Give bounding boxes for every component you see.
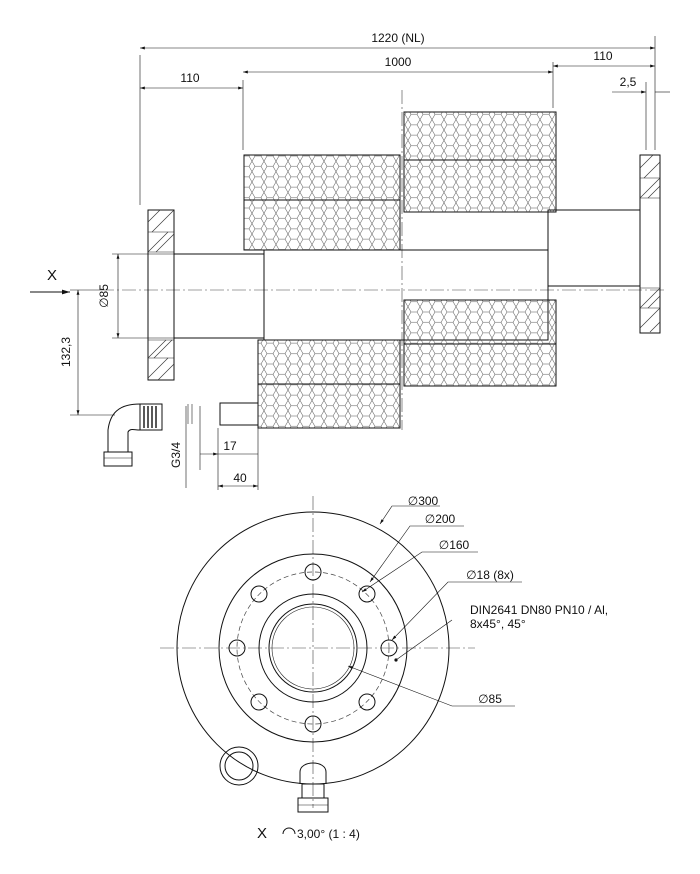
dia-holes-label: ∅18 (8x) <box>466 568 514 582</box>
bolt-hole <box>304 715 322 733</box>
dia-bolt-circle-label: ∅160 <box>439 538 470 552</box>
flange-circle <box>218 553 408 743</box>
view-label: X <box>257 825 267 842</box>
view-rotation-label: 3,00° (1 : 4) <box>297 827 360 841</box>
left-flange <box>147 209 175 381</box>
bolt-holes <box>228 563 398 733</box>
pipe-inner-circle <box>271 606 355 690</box>
bolt-hole <box>380 639 398 657</box>
top-dimensions <box>139 36 670 205</box>
dia-pipe-label: ∅85 <box>478 692 502 706</box>
left-pipe <box>173 253 265 339</box>
bolt-hole <box>228 639 246 657</box>
rotation-arc-icon <box>282 827 296 835</box>
insulation <box>243 111 557 429</box>
dim-thread: G3/4 <box>169 442 183 468</box>
dim-pipe-diameter: ∅85 <box>97 284 111 308</box>
dim-17: 17 <box>223 439 237 453</box>
dia-outer-label: ∅300 <box>408 494 439 508</box>
side-view: 1220 (NL) 110 1000 110 2,5 X ∅85 132,3 G… <box>30 31 670 490</box>
dim-offset: 132,3 <box>59 337 73 367</box>
flange-spec-line2: 8x45°, 45° <box>470 617 526 631</box>
drain-nozzle <box>103 402 259 467</box>
bolt-circle <box>236 571 390 725</box>
pipe-outer-circle <box>258 593 368 703</box>
right-pipe <box>547 209 641 287</box>
flange-spec-line1: DIN2641 DN80 PN10 / Al, <box>470 603 608 617</box>
vent-nozzle-outer <box>219 746 259 786</box>
dim-40: 40 <box>233 471 247 485</box>
dim-right-flange: 110 <box>593 49 612 63</box>
right-flange <box>639 154 661 334</box>
view-marker: X <box>47 267 57 284</box>
vent-nozzle-inner <box>224 751 254 781</box>
dim-gap: 2,5 <box>620 75 637 89</box>
dim-overall-length: 1220 (NL) <box>371 31 424 45</box>
bolt-hole <box>358 585 376 603</box>
bolt-hole <box>304 563 322 581</box>
bolt-hole <box>358 693 376 711</box>
pipe-bore-circle <box>268 603 358 693</box>
drain-fitting-end <box>297 762 329 813</box>
bolt-hole <box>250 693 268 711</box>
bolt-hole <box>250 585 268 603</box>
end-view: ∅300 ∅200 ∅160 ∅18 (8x) DIN2641 DN80 PN1… <box>160 494 608 842</box>
dim-body-length: 1000 <box>385 55 412 69</box>
dim-left-flange: 110 <box>180 71 199 85</box>
dia-flange-label: ∅200 <box>425 512 456 526</box>
